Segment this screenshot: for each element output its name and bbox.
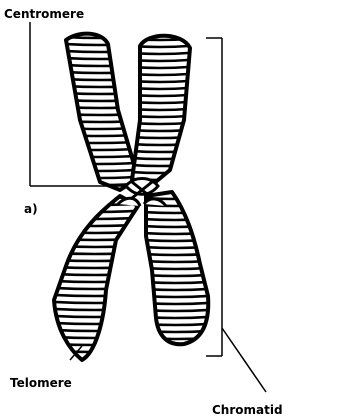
centromere-label: Centromere — [4, 7, 84, 21]
chromosome-lower-right-arm — [130, 190, 220, 346]
chromatid-band — [40, 210, 150, 212]
chromosome-lower-left-arm — [40, 196, 150, 360]
chromatid-band — [40, 357, 150, 359]
chromatid-bracket — [206, 38, 266, 392]
marker-label: a) — [24, 202, 38, 216]
telomere-label: Telomere — [10, 376, 72, 390]
chromosome-upper-right-arm — [120, 36, 200, 194]
chromatid-band — [40, 350, 150, 352]
chromatid-label: Chromatid — [212, 403, 283, 417]
